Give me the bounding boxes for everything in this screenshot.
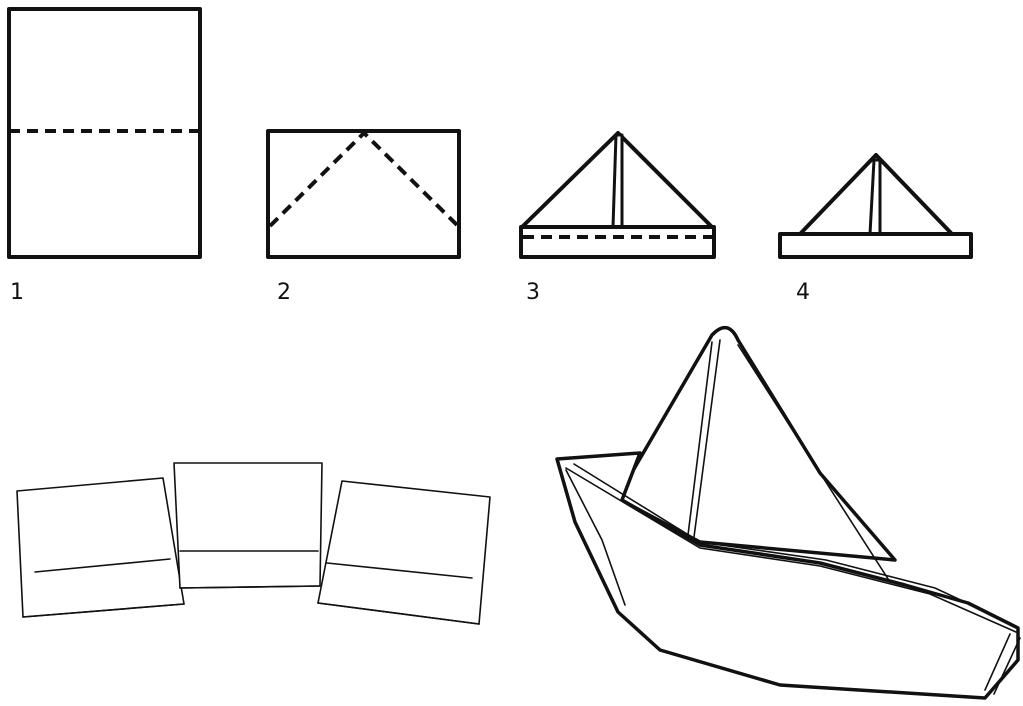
step-1-label: 1: [10, 280, 24, 305]
folded-paper-right: [317, 480, 491, 625]
step-4-diagram: 4: [778, 153, 973, 305]
step-2-fold-lines: [268, 130, 460, 228]
folded-paper-left: [16, 477, 185, 618]
step-2-diagram: 2: [266, 129, 461, 305]
step-3-diagram: 3: [519, 131, 716, 305]
step-3-center-flap: [611, 133, 624, 229]
step-3-label: 3: [526, 280, 540, 305]
folded-paper-center: [173, 462, 323, 589]
boat-hull: [555, 451, 1020, 700]
step-4-brim: [778, 232, 973, 259]
step-4-label: 4: [796, 280, 810, 305]
step-2-sheet: [266, 129, 461, 259]
step-1-diagram: 1: [7, 7, 202, 305]
folded-papers-group: [16, 462, 491, 625]
step-4-center-flap: [868, 158, 882, 236]
boat-sail: [615, 325, 897, 562]
step-2-label: 2: [277, 280, 291, 305]
step-3-brim: [519, 225, 716, 259]
paper-boat-sketch: [555, 325, 1021, 700]
